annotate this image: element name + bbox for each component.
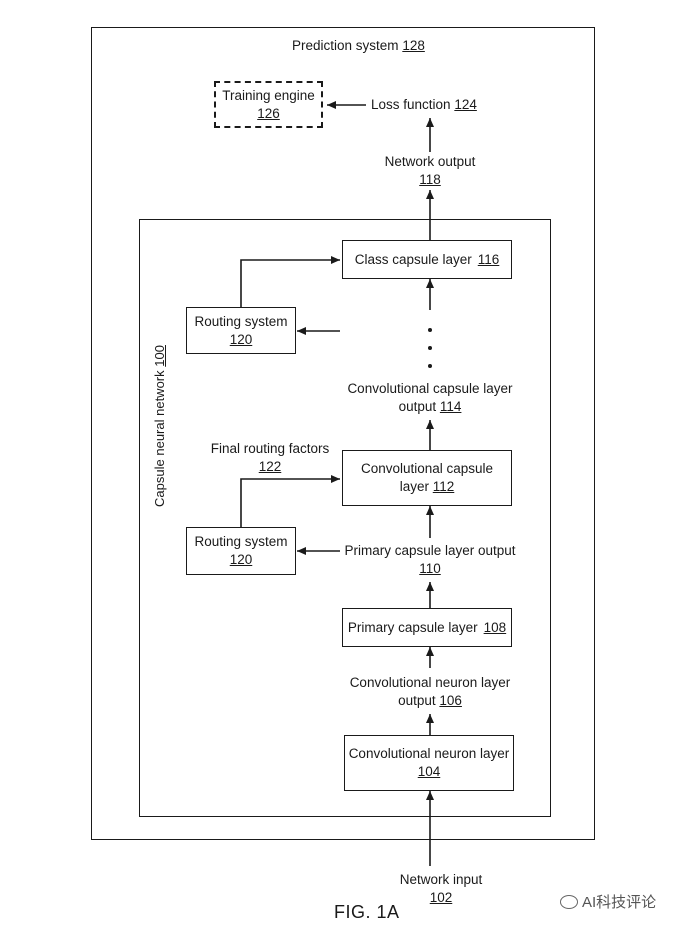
network-input-text: Network input (399, 872, 483, 887)
routing-top-text: Routing system (194, 313, 288, 329)
conv-capsule-output-line2: output (398, 399, 437, 414)
conv-capsule-layer-box: Convolutional capsule layer 112 (342, 450, 512, 506)
watermark: AI科技评论 (560, 891, 656, 912)
routing-bottom-ref: 120 (229, 552, 253, 567)
wechat-icon (560, 894, 578, 909)
prediction-system-ref: 128 (402, 38, 425, 53)
conv-neuron-layer-box: Convolutional neuron layer 104 (344, 735, 514, 791)
loss-function-text: Loss function (371, 97, 451, 112)
training-engine-ref: 126 (257, 105, 280, 121)
primary-capsule-output-text: Primary capsule layer output (344, 543, 516, 558)
training-engine-text: Training engine (222, 87, 315, 103)
conv-capsule-line1: Convolutional capsule (360, 461, 494, 476)
network-input-label: Network input 102 (386, 871, 496, 907)
loss-function-label: Loss function 124 (371, 96, 477, 114)
class-capsule-layer-box: Class capsule layer 116 (342, 240, 512, 279)
loss-function-ref: 124 (454, 97, 477, 112)
ellipsis-dot-2 (428, 346, 432, 350)
routing-system-bottom-box: Routing system 120 (186, 527, 296, 575)
prediction-system-frame (91, 27, 595, 840)
training-engine-box: Training engine 126 (214, 81, 323, 128)
network-output-label: Network output 118 (374, 153, 486, 189)
primary-capsule-output-ref: 110 (419, 561, 441, 576)
network-output-ref: 118 (419, 172, 441, 187)
conv-neuron-output-label: Convolutional neuron layer output 106 (340, 674, 520, 710)
primary-capsule-ref: 108 (483, 619, 507, 635)
conv-neuron-text: Convolutional neuron layer (348, 746, 510, 761)
class-capsule-ref: 116 (477, 251, 500, 267)
final-routing-factors-label: Final routing factors 122 (200, 440, 340, 476)
primary-capsule-layer-box: Primary capsule layer 108 (342, 608, 512, 647)
class-capsule-text: Class capsule layer (354, 251, 472, 267)
ellipsis-dot-3 (428, 364, 432, 368)
network-input-ref: 102 (429, 890, 453, 905)
figure-label: FIG. 1A (334, 902, 400, 922)
capsule-network-label: Capsule neural network 100 (152, 345, 168, 507)
primary-capsule-text: Primary capsule layer (347, 619, 478, 635)
conv-capsule-output-ref: 114 (439, 399, 462, 414)
final-routing-ref: 122 (258, 459, 282, 474)
routing-bottom-text: Routing system (194, 534, 288, 549)
routing-top-ref: 120 (229, 331, 253, 347)
prediction-system-label: Prediction system 128 (292, 37, 425, 55)
arrow-routing-bottom-to-conv-capsule (240, 475, 340, 527)
ellipsis-dot-1 (428, 328, 432, 332)
capsule-network-ref: 100 (152, 345, 167, 367)
primary-capsule-output-label: Primary capsule layer output 110 (340, 542, 520, 578)
capsule-network-text: Capsule neural network (152, 370, 167, 507)
watermark-text: AI科技评论 (582, 894, 657, 911)
conv-neuron-output-line2: output (398, 693, 436, 708)
routing-system-top-box: Routing system 120 (186, 307, 296, 354)
conv-capsule-output-line1: Convolutional capsule layer (347, 381, 513, 396)
conv-capsule-ref: 112 (432, 479, 455, 494)
conv-neuron-output-ref: 106 (439, 693, 462, 708)
conv-capsule-line2: layer (399, 479, 429, 494)
network-output-text: Network output (384, 154, 476, 169)
capsule-network-frame (139, 219, 551, 817)
conv-neuron-ref: 104 (417, 764, 441, 779)
final-routing-text: Final routing factors (210, 441, 330, 456)
arrow-routing-top-to-class-capsule (240, 256, 340, 307)
conv-capsule-output-label: Convolutional capsule layer output 114 (330, 380, 530, 416)
conv-neuron-output-line1: Convolutional neuron layer (349, 675, 511, 690)
prediction-system-text: Prediction system (292, 38, 399, 53)
